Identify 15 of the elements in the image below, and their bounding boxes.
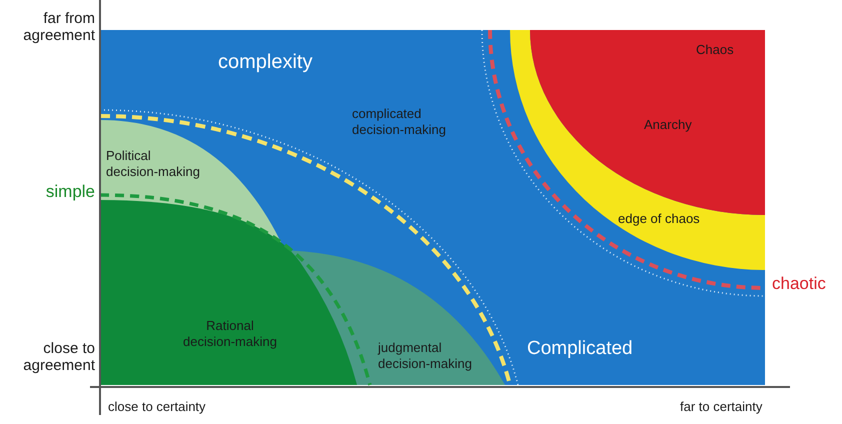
axis-label: far from agreement — [22, 10, 95, 44]
region-title: complexity — [218, 50, 314, 74]
region-label: Political decision-making — [106, 148, 201, 180]
axis-label: far to certainty — [680, 400, 764, 415]
region-label: Rational decision-making — [182, 318, 278, 350]
region-label: simple — [44, 182, 95, 202]
region-label: complicated decision-making — [352, 106, 447, 138]
axis-label: close to certainty — [108, 400, 207, 415]
region-label: Chaos — [696, 42, 735, 58]
region-title: Complicated — [527, 338, 634, 361]
region-label: Anarchy — [644, 117, 693, 133]
region-label: edge of chaos — [618, 211, 701, 227]
region-label: chaotic — [772, 274, 827, 294]
axis-label: close to agreement — [22, 340, 95, 374]
region-label: judgmental decision-making — [378, 340, 473, 372]
